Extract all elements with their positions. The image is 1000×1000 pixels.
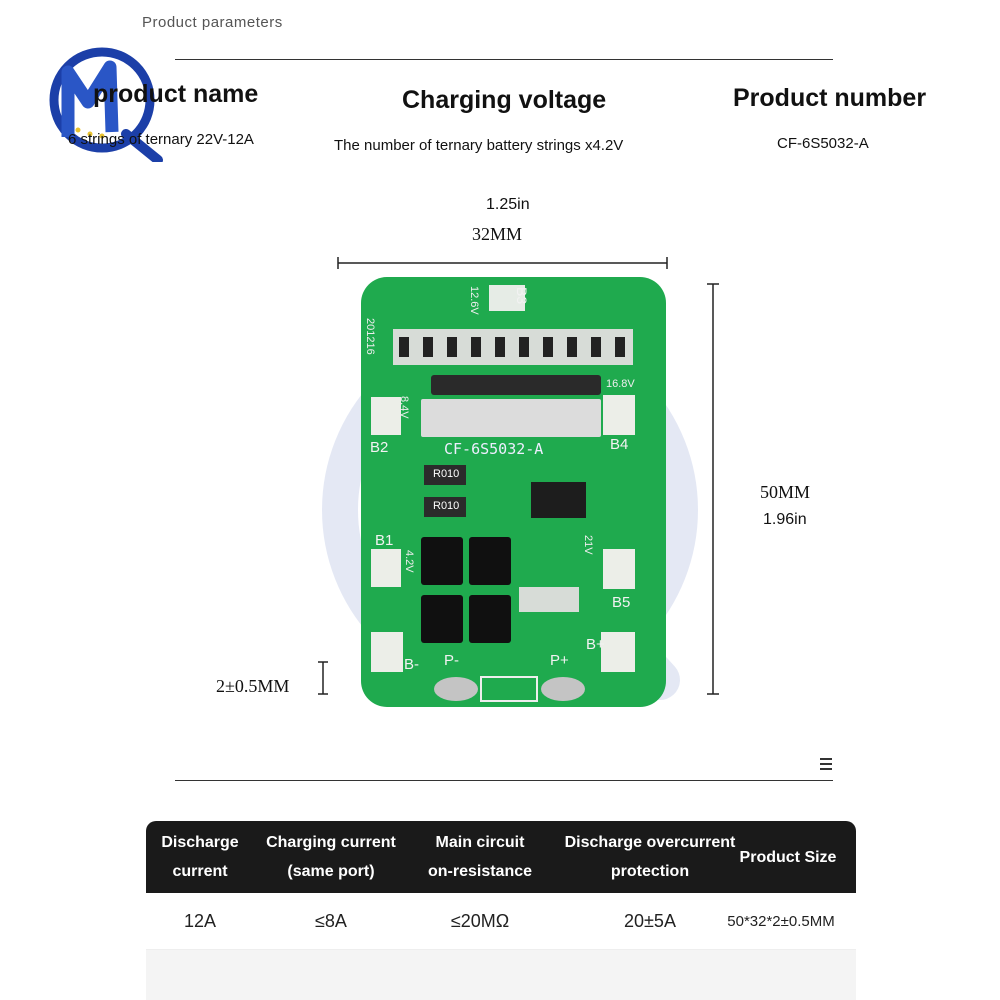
mosfet-array	[421, 537, 511, 643]
board-voltage-left: 8.4V	[398, 396, 410, 419]
td-overcurrent-protection: 20±5A	[624, 910, 676, 931]
product-name-value: 6 strings of ternary 22V-12A	[68, 131, 254, 148]
transistor-row	[431, 375, 601, 395]
pad-b2	[371, 397, 401, 435]
width-dimension-line	[337, 257, 668, 269]
pad-p-minus	[434, 677, 478, 701]
product-number-value: CF-6S5032-A	[777, 135, 869, 152]
table-row-empty	[146, 950, 856, 1000]
shunt-label-1: R010	[433, 468, 460, 480]
shunt-resistor-1	[424, 465, 466, 485]
protection-ic	[531, 482, 586, 518]
td-on-resistance: ≤20MΩ	[450, 910, 510, 931]
pad-b3-top	[489, 285, 525, 311]
capacitor-cluster	[519, 587, 579, 612]
th-charging-current: Charging current(same port)	[266, 834, 396, 880]
section-label: Product parameters	[142, 14, 283, 31]
thickness-label: 2±0.5MM	[216, 676, 290, 696]
height-inches-label: 1.96in	[763, 511, 807, 528]
brand-logo-icon	[49, 47, 163, 162]
pad-label-b3: B3	[514, 287, 530, 305]
pad-label-b-minus: B-	[404, 656, 419, 673]
td-charging-current: ≤8A	[315, 910, 347, 931]
pad-label-b4: B4	[610, 436, 629, 453]
shunt-resistor-2	[424, 497, 466, 517]
charging-voltage-value: The number of ternary battery strings x4…	[334, 137, 624, 154]
td-product-size: 50*32*2±0.5MM	[727, 912, 835, 930]
height-mm-label: 50MM	[760, 482, 811, 502]
board-model-label: CF-6S5032-A	[444, 440, 544, 458]
product-number-title: Product number	[733, 84, 927, 112]
thickness-bracket	[318, 661, 328, 695]
board-date-code: 201216	[364, 318, 376, 355]
table-row: 12A ≤8A ≤20MΩ 20±5A 50*32*2±0.5MM	[146, 893, 856, 950]
pad-label-b1: B1	[375, 532, 394, 549]
resistor-array	[393, 329, 633, 365]
width-inches-label: 1.25in	[486, 196, 530, 213]
board-voltage-top: 12.6V	[468, 286, 480, 315]
board-voltage-mid: 4.2V	[403, 550, 415, 573]
footer-divider	[175, 780, 833, 781]
height-dimension-line	[707, 283, 719, 695]
pad-b-minus	[371, 632, 403, 672]
menu-icon[interactable]	[820, 758, 832, 776]
pad-b1	[371, 549, 401, 587]
pcb-board	[361, 277, 666, 707]
charging-voltage-title: Charging voltage	[402, 86, 607, 114]
pad-label-b5: B5	[612, 594, 631, 611]
pad-label-b-plus: B+	[586, 636, 605, 653]
pad-b-plus	[601, 632, 635, 672]
pad-label-b2: B2	[370, 439, 389, 456]
pad-label-p-plus: P+	[550, 652, 569, 669]
board-voltage-side: 21V	[582, 535, 594, 555]
pad-b4	[603, 395, 635, 435]
pad-label-p-minus: P-	[444, 652, 459, 669]
product-name-title: product name	[93, 80, 259, 108]
board-voltage-right: 16.8V	[606, 378, 635, 390]
pad-p-plus	[541, 677, 585, 701]
width-mm-label: 32MM	[472, 224, 523, 244]
th-product-size: Product Size	[739, 848, 837, 866]
header-divider	[175, 59, 833, 60]
capacitor-row	[421, 399, 601, 437]
shunt-label-2: R010	[433, 500, 460, 512]
pad-b5	[603, 549, 635, 589]
td-discharge-current: 12A	[183, 910, 217, 931]
